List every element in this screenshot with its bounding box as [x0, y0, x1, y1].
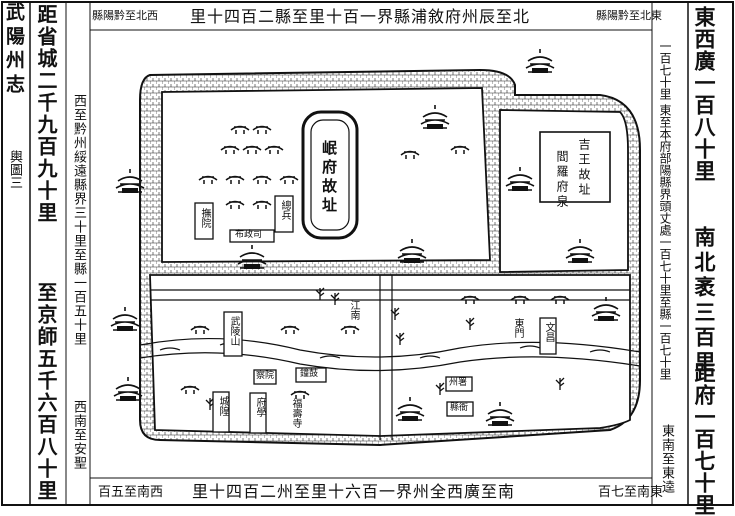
label-fushou-temple: 福壽寺 — [290, 398, 301, 428]
label-county-office: 州署 — [449, 378, 468, 388]
label-city-god-temple: 城隍 — [217, 396, 228, 416]
west-boundary-note: 西至黔州綏遠縣界三十里至縣一百五十里 — [71, 94, 86, 346]
palace-ruin-enclosure — [301, 110, 359, 240]
label-jiangnan: 江南 — [348, 300, 359, 320]
label-wenchang: 文昌 — [543, 322, 554, 342]
city-wall — [139, 68, 641, 447]
label-governor-office: 撫院 — [199, 208, 210, 228]
south-boundary-text: 南至廣西全州界一百六十里至州二百四十里 — [192, 482, 516, 501]
distance-to-prefecture: 距府一百七十里 — [692, 362, 717, 516]
distance-to-capital: 至京師五千六百八十里 — [34, 282, 58, 502]
gazetteer-title: 武陽州志 — [3, 2, 25, 98]
east-west-breadth: 東西廣一百八十里 — [692, 6, 717, 182]
north-boundary-text: 北至辰州府敘浦縣界一百十里至縣二百四十里 — [190, 7, 531, 26]
southwest-boundary-note: 西南至安聖 — [71, 400, 86, 470]
label-wuling-mountain: 武陵山 — [228, 316, 239, 346]
label-garrison: 總兵 — [279, 200, 290, 220]
prince-ruin-label-2: 閻羅府泉 — [555, 150, 569, 210]
north-south-length: 南北袤三百里 — [692, 226, 717, 376]
southwest-corner-text: 西南至五百 — [98, 485, 164, 500]
southeast-boundary-note: 東南至東逵 — [659, 424, 674, 494]
label-censorate: 察院 — [256, 371, 275, 381]
east-boundary-note: 一百七十里 東至本府部陽縣界頭丈處一百七十里至縣一百七十里 — [658, 40, 672, 380]
southeast-corner-text: 東南至七百 — [598, 485, 664, 500]
northwest-corner-text: 西北至黔陽縣 — [92, 9, 158, 22]
prince-ruin-label: 吉王故址 — [577, 138, 591, 198]
label-prefectural-school: 府學 — [254, 397, 265, 417]
northeast-corner-text: 東北至黔陽縣 — [596, 9, 662, 22]
label-county-yamen: 縣衙 — [450, 403, 469, 413]
road — [150, 275, 630, 440]
section-label: 輿圖三 — [7, 150, 22, 189]
label-treasury-office: 布政司 — [235, 230, 263, 240]
building-plaques — [194, 195, 557, 434]
palace-ruin-label: 岷府故址 — [320, 140, 338, 216]
page-frame — [1, 1, 734, 506]
label-bell-drum: 鐘鼓 — [300, 369, 319, 379]
label-east-gate: 東門 — [512, 318, 523, 338]
prince-ruin-plaque — [539, 131, 611, 203]
distance-to-provincial-capital: 距省城二千九百九十里 — [34, 4, 58, 224]
